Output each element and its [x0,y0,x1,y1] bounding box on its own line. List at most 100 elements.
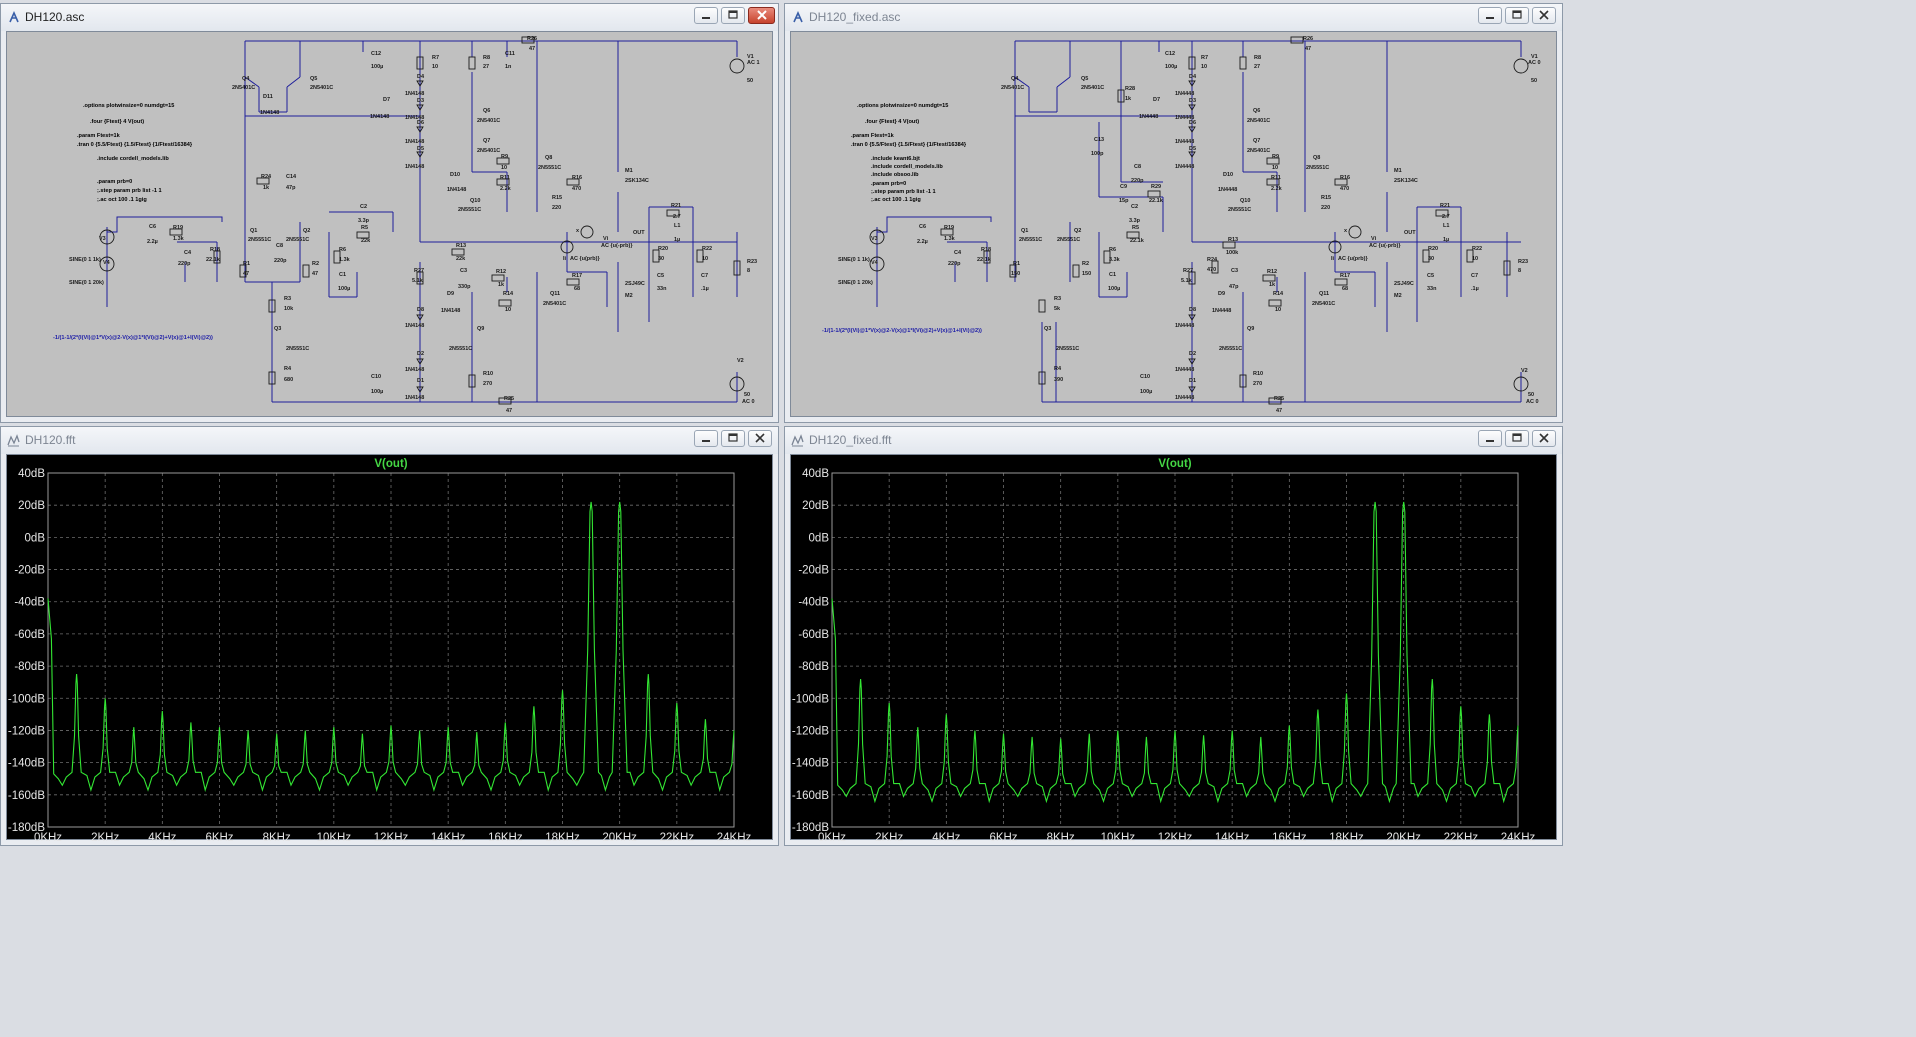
component-label: R10 [483,371,493,377]
component-label: V4 [871,260,879,266]
y-tick-label: -180dB [792,822,829,834]
y-tick-label: 20dB [18,500,45,512]
minimize-button[interactable] [1478,7,1502,24]
close-button[interactable] [748,7,775,24]
component-label: 22k [456,256,466,262]
close-button[interactable] [748,430,772,447]
schematic-canvas[interactable]: .options plotwinsize=0 numdgt=15 .four {… [6,31,773,417]
component-label: C5 [1427,273,1434,279]
plot-grid [831,472,1519,828]
directive: .four {Ftest} 4 V(out) [865,119,919,125]
title-bar[interactable]: DH120.asc [1,4,778,31]
minimize-button[interactable] [694,430,718,447]
component-label: R1 [1013,261,1020,267]
maximize-button[interactable] [1505,430,1529,447]
schematic-drawing[interactable]: .options plotwinsize=0 numdgt=15 .four {… [7,32,774,418]
component-label: OUT [1404,230,1416,236]
title-bar[interactable]: DH120.fft [1,427,778,454]
component-label: Q8 [545,155,552,161]
ltspice-icon [793,11,803,23]
component-label: 2N5401C [310,85,333,91]
component-label: R11 [500,175,510,181]
directive: .param prb=0 [97,179,132,185]
trace-title[interactable]: V(out) [1158,458,1191,470]
fft-plot[interactable]: V(out)40dB20dB0dB-20dB-40dB-60dB-80dB-10… [791,455,1558,841]
component-label: 50 [1531,78,1537,84]
component-label: Q10 [470,198,480,204]
component-label: 22.1k [977,257,992,263]
component-label: Q5 [310,76,317,82]
component-label: 1N4148 [405,367,424,373]
x-tick-label: 2KHz [875,832,903,841]
component-label: 8 [1518,268,1521,274]
component-label: D6 [1189,120,1196,126]
component-label: R27 [414,268,424,274]
component-label: 2N5401C [1247,148,1270,154]
x-tick-label: 10KHz [1101,832,1136,841]
component-label: 47 [1276,408,1282,414]
component-label: 2.2k [1271,186,1283,192]
component-label: 47 [529,46,535,52]
component-label: Q9 [1247,326,1254,332]
component-label: 330p [458,284,471,290]
component-label: D10 [450,172,460,178]
component-label: R19 [173,225,183,231]
trace-title[interactable]: V(out) [374,458,407,470]
minimize-button[interactable] [694,7,718,24]
component-label: R8 [1254,55,1261,61]
component-label: V3 [99,236,106,242]
y-tick-label: -120dB [8,725,45,737]
schematic-drawing[interactable]: .options plotwinsize=0 numdgt=15 .four {… [791,32,1558,418]
maximize-button[interactable] [721,7,745,24]
component-label: 5.1k [412,278,424,284]
component-label: 2.7 [673,214,681,220]
component-label: AC 0 [1526,399,1539,405]
component-label: OUT [633,230,645,236]
component-label: 3.3p [358,218,370,224]
component-label: C1 [1109,272,1116,278]
directive: .param Ftest=1k [77,133,121,139]
close-button[interactable] [1532,7,1556,24]
component-label: R15 [1321,195,1331,201]
component-label: 470 [572,186,581,192]
component-label: 47p [286,185,296,191]
component-label: 1k [1269,282,1276,288]
fft-trace-vout[interactable] [47,501,735,793]
component-label: Q8 [1313,155,1320,161]
fft-plot[interactable]: V(out)40dB20dB0dB-20dB-40dB-60dB-80dB-10… [7,455,774,841]
title-bar[interactable]: DH120_fixed.asc [785,4,1562,31]
y-tick-label: -20dB [14,565,45,577]
component-label: 100µ [1108,286,1120,292]
maximize-button[interactable] [1505,7,1529,24]
component-label: V2 [737,358,744,364]
maximize-button[interactable] [721,430,745,447]
component-label: R5 [361,225,368,231]
component-label: 47 [312,271,318,277]
component-label: Q2 [303,228,310,234]
component-label: Q5 [1081,76,1088,82]
component-label: C10 [371,374,381,380]
schematic-canvas[interactable]: .options plotwinsize=0 numdgt=15 .four {… [790,31,1557,417]
schematic-window-dh120[interactable]: DH120.asc [0,3,779,423]
component-label: D9 [1218,291,1225,297]
close-button[interactable] [1532,430,1556,447]
fft-trace-vout[interactable] [831,501,1519,804]
x-tick-label: 8KHz [1047,832,1075,841]
directive: .include cordell_models.lib [871,164,943,170]
component-label: 1.3k [173,236,185,242]
component-label: 1k [1125,96,1132,102]
component-label: D9 [447,291,454,297]
minimize-button[interactable] [1478,430,1502,447]
component-label: R12 [1267,269,1277,275]
component-label: 1N4148 [447,187,466,193]
component-label: 2N5401C [477,118,500,124]
schematic-window-dh120-fixed[interactable]: DH120_fixed.asc [784,3,1563,423]
title-bar[interactable]: DH120_fixed.fft [785,427,1562,454]
component-label: 100µ [1165,64,1177,70]
component-label: C2 [360,204,367,210]
component-label: D3 [1189,98,1196,104]
